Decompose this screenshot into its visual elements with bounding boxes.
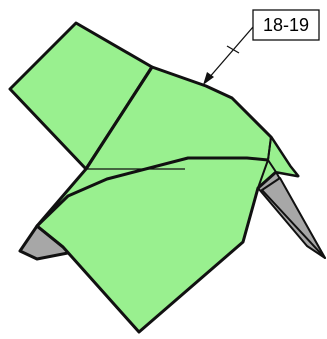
callout-tick-mark — [227, 46, 239, 53]
callout-leader-line — [208, 27, 253, 79]
callout-step-label: 18-19 — [263, 15, 309, 35]
right-gray-point-inner — [262, 178, 325, 258]
